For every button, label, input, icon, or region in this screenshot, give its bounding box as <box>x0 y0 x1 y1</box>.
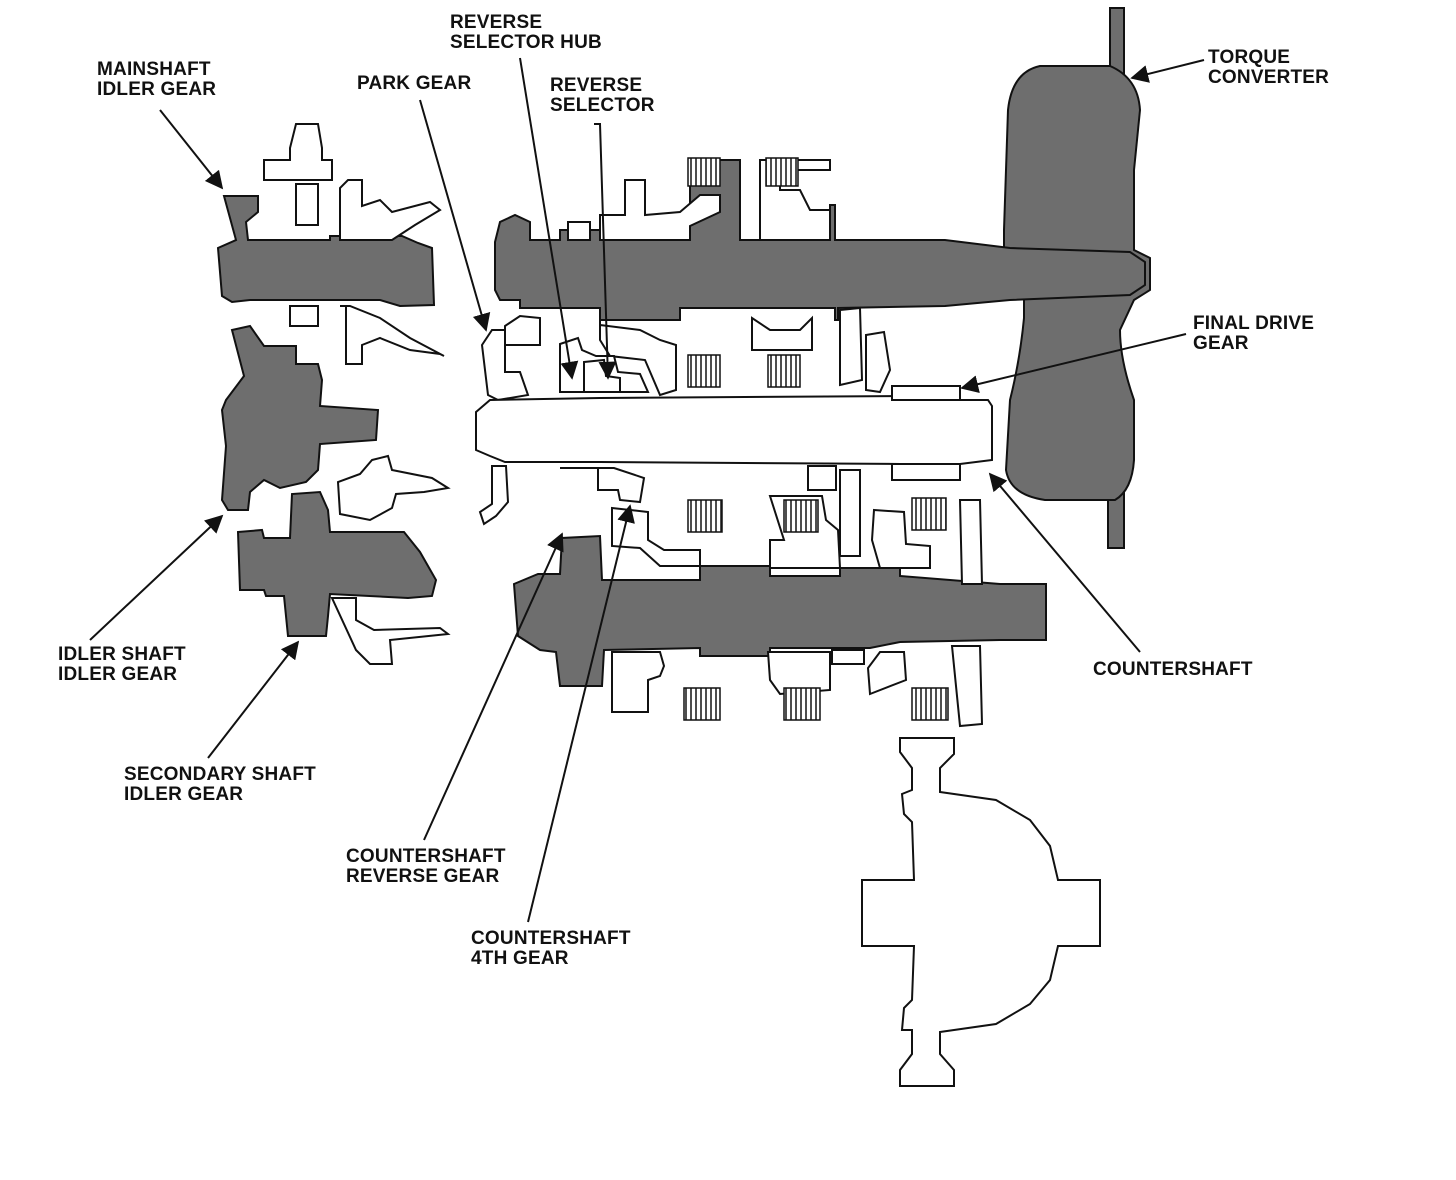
leader-reverse-selector <box>594 123 617 380</box>
leader-final-drive-gear <box>960 333 1187 393</box>
lower-shaft <box>512 465 1047 728</box>
leader-countershaft <box>988 472 1141 653</box>
label-secondary-shaft-idler-gear: SECONDARY SHAFT IDLER GEAR <box>124 764 316 805</box>
label-torque-converter: TORQUE CONVERTER <box>1208 47 1330 88</box>
left-shaft-assembly <box>216 123 451 665</box>
label-reverse-selector: REVERSE SELECTOR <box>550 75 655 116</box>
countershaft-center <box>475 336 993 526</box>
leader-countershaft-4th-gear <box>527 504 635 923</box>
label-mainshaft-idler-gear: MAINSHAFT IDLER GEAR <box>97 59 217 100</box>
leader-torque-converter <box>1130 59 1205 83</box>
mainshaft <box>480 157 1146 402</box>
leader-secondary-shaft-idler-gear <box>207 640 300 759</box>
label-countershaft-reverse-gear: COUNTERSHAFT REVERSE GEAR <box>346 846 506 887</box>
label-park-gear: PARK GEAR <box>357 73 472 94</box>
leader-lines <box>89 57 1205 923</box>
differential-shape <box>861 737 1101 1087</box>
label-final-drive-gear: FINAL DRIVE GEAR <box>1193 313 1315 354</box>
label-reverse-selector-hub: REVERSE SELECTOR HUB <box>450 12 602 53</box>
leader-countershaft-reverse-gear <box>423 532 564 841</box>
leader-reverse-selector-hub <box>519 57 579 380</box>
label-countershaft-4th-gear: COUNTERSHAFT 4TH GEAR <box>471 928 631 969</box>
leader-park-gear <box>419 99 491 332</box>
leader-mainshaft-idler-gear <box>159 109 224 190</box>
label-countershaft: COUNTERSHAFT <box>1093 659 1253 680</box>
leader-idler-shaft-idler-gear <box>89 514 224 641</box>
label-idler-shaft-idler-gear: IDLER SHAFT IDLER GEAR <box>58 644 186 685</box>
